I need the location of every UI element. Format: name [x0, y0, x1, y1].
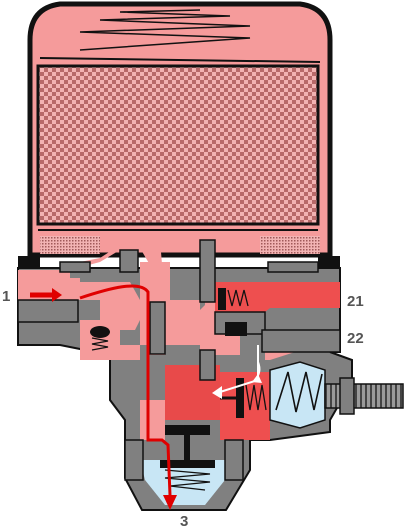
exhaust-valve: [160, 425, 215, 491]
exhaust-spring: [164, 469, 211, 491]
spring-housing: [269, 361, 326, 429]
inlet-check-spring: [91, 337, 109, 351]
flow-arrows: [30, 284, 262, 510]
exhaust-chamber: [140, 460, 225, 505]
port-label-outlet-22: 22: [347, 330, 364, 347]
desiccant-bed: [36, 64, 320, 226]
adjust-screw: [324, 383, 404, 409]
port-label-exhaust: 3: [180, 513, 188, 530]
adjust-spring: [275, 371, 323, 413]
outlet-21-check-valve: [218, 288, 249, 310]
cartridge-top-spring: [79, 9, 251, 51]
governor-piston: [220, 371, 404, 418]
outlet-22-check-valve: [225, 322, 247, 336]
inlet-check-valve: [90, 326, 110, 351]
cartridge: [18, 1, 340, 268]
port-labels: 1 21 22 3: [2, 288, 364, 530]
port-label-outlet-21: 21: [347, 293, 364, 310]
governor-spring: [245, 384, 267, 411]
purge-flow-arrow: [79, 284, 172, 496]
valve-housing: [17, 240, 353, 511]
inner-walls: [17, 239, 341, 481]
port-label-inlet: 1: [2, 288, 10, 305]
exhaust-arrow-head: [163, 495, 177, 510]
outlet-21-spring: [227, 289, 249, 307]
outlet-21-chamber: [215, 282, 340, 312]
